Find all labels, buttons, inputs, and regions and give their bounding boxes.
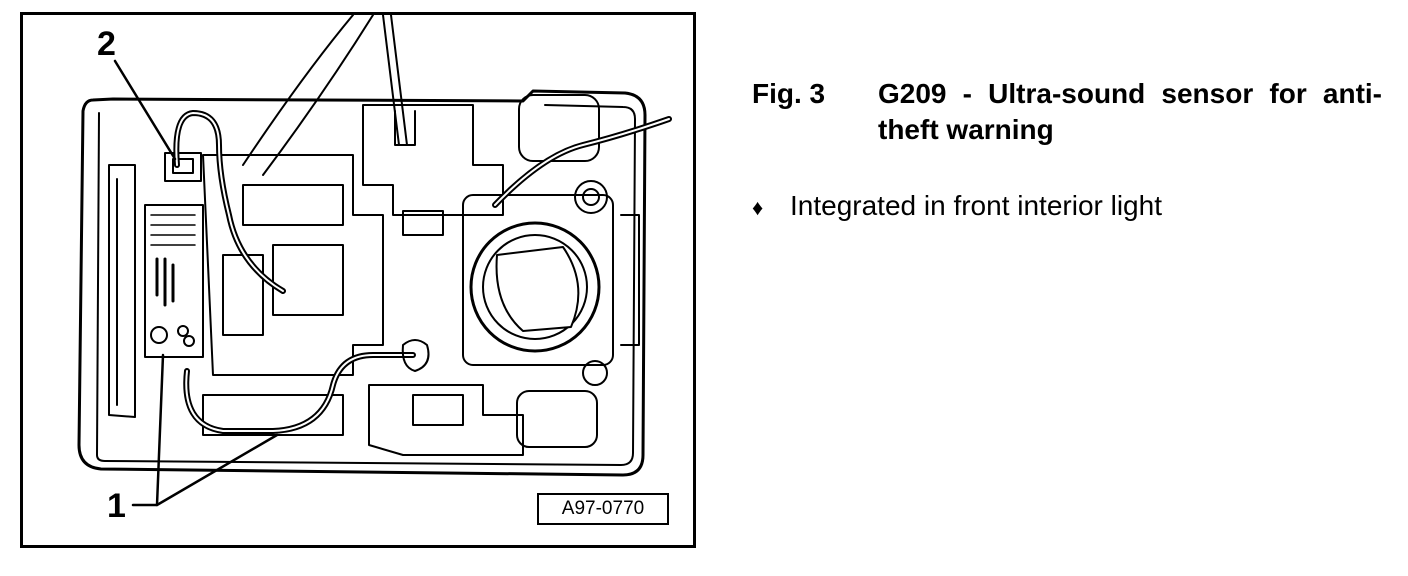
bullet-list-item: ♦ Integrated in front interior light (752, 188, 1162, 226)
interior-light-illustration (77, 15, 672, 507)
bullet-text: Integrated in front interior light (790, 190, 1162, 221)
figure-frame: 2 1 A97-0770 (20, 12, 696, 548)
figure-code-label: A97-0770 (537, 493, 669, 525)
figure-number: Fig. 3 (752, 78, 826, 109)
callout-number-2: 2 (97, 25, 116, 63)
diamond-bullet-icon: ♦ (752, 195, 764, 220)
figure-title: G209 - Ultra-sound sensor for anti-theft… (878, 78, 1382, 145)
callout-number-1: 1 (107, 487, 126, 525)
